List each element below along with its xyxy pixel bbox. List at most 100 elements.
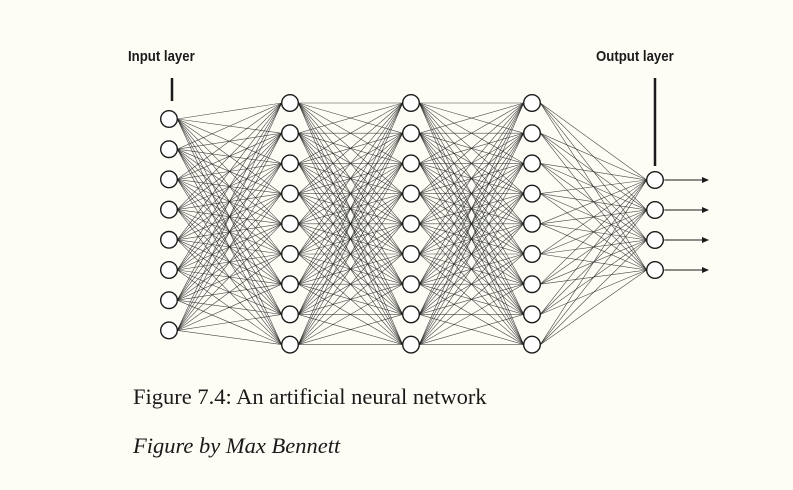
connection-line (419, 102, 524, 255)
connection-line (177, 223, 282, 331)
hidden-neuron (281, 244, 300, 263)
input-neuron (159, 291, 178, 310)
connection-line (298, 314, 403, 345)
connection-line (177, 102, 282, 180)
hidden-neuron (402, 335, 421, 354)
hidden-neuron (402, 214, 421, 233)
connection-line (298, 102, 403, 134)
hidden-neuron (402, 124, 421, 143)
connection-line (298, 102, 403, 345)
hidden-neuron (523, 305, 542, 324)
output-layer-label: Output layer (596, 48, 674, 65)
figure-caption: Figure 7.4: An artificial neural network (133, 384, 487, 409)
label-pointers (170, 78, 657, 166)
connection-line (298, 102, 403, 164)
hidden-neuron (281, 184, 300, 203)
output-arrows (664, 177, 709, 273)
input-neuron (159, 261, 178, 280)
connection-line (298, 102, 403, 224)
connection-line (419, 102, 524, 164)
output-neuron (646, 170, 665, 189)
hidden-neuron (523, 335, 542, 354)
connection-line (298, 193, 403, 345)
connection-line (177, 330, 282, 345)
output-neuron (646, 230, 665, 249)
hidden-neuron (281, 214, 300, 233)
hidden-neuron (402, 275, 421, 294)
connection-line (540, 132, 647, 181)
connection-line (540, 209, 647, 345)
connection-line (540, 179, 647, 285)
connection-line (419, 102, 524, 315)
input-neuron (159, 109, 178, 128)
connection-line (298, 133, 403, 345)
connection-line (540, 179, 647, 315)
input-neuron (159, 200, 178, 219)
connection-line (419, 133, 524, 345)
connection-line (298, 163, 403, 345)
connection-line (419, 223, 524, 345)
connection-line (177, 102, 282, 331)
connection-line (419, 102, 524, 134)
input-neuron (159, 170, 178, 189)
connection-line (419, 163, 524, 345)
connection-line (177, 314, 282, 331)
connection-lines (177, 102, 647, 345)
connection-line (177, 163, 282, 331)
connection-line (419, 193, 524, 345)
connection-line (419, 102, 524, 285)
hidden-neuron (523, 244, 542, 263)
hidden-neuron (402, 184, 421, 203)
hidden-neuron (402, 305, 421, 324)
connection-line (419, 102, 524, 345)
connection-line (177, 102, 282, 150)
connection-line (298, 223, 403, 345)
connection-line (540, 179, 647, 194)
hidden-neuron (523, 214, 542, 233)
connection-line (177, 193, 282, 331)
hidden-neuron (402, 93, 421, 112)
connection-line (540, 102, 647, 181)
connection-line (540, 239, 647, 345)
connection-line (540, 179, 647, 255)
hidden-neuron (523, 184, 542, 203)
input-layer-label: Input layer (128, 48, 195, 65)
connection-line (177, 102, 282, 210)
connection-line (298, 102, 403, 315)
input-neuron (159, 140, 178, 159)
connection-line (419, 314, 524, 345)
hidden-neuron (281, 305, 300, 324)
connection-line (540, 269, 647, 345)
hidden-neuron (281, 335, 300, 354)
connection-line (298, 102, 403, 194)
hidden-neuron (523, 154, 542, 173)
hidden-neuron (402, 154, 421, 173)
figure-credit: Figure by Max Bennett (133, 433, 341, 458)
connection-line (177, 102, 282, 240)
connection-line (540, 179, 647, 225)
network-canvas (159, 78, 709, 354)
connection-line (177, 102, 282, 120)
connection-line (298, 102, 403, 285)
connection-line (419, 283, 524, 345)
connection-line (540, 163, 647, 181)
connection-line (298, 253, 403, 345)
connection-line (419, 102, 524, 194)
hidden-neuron (281, 275, 300, 294)
hidden-neuron (523, 124, 542, 143)
input-neuron (159, 321, 178, 340)
hidden-neuron (281, 124, 300, 143)
connection-line (298, 102, 403, 255)
connection-line (540, 179, 647, 345)
connection-line (177, 253, 282, 331)
hidden-neuron (402, 244, 421, 263)
input-neuron (159, 230, 178, 249)
output-neuron (646, 261, 665, 280)
connection-line (298, 283, 403, 345)
connection-line (177, 102, 282, 301)
neural-network-diagram: Input layer Output layer (128, 48, 709, 354)
connection-line (177, 283, 282, 331)
hidden-neuron (523, 275, 542, 294)
hidden-neuron (281, 93, 300, 112)
hidden-neuron (523, 93, 542, 112)
